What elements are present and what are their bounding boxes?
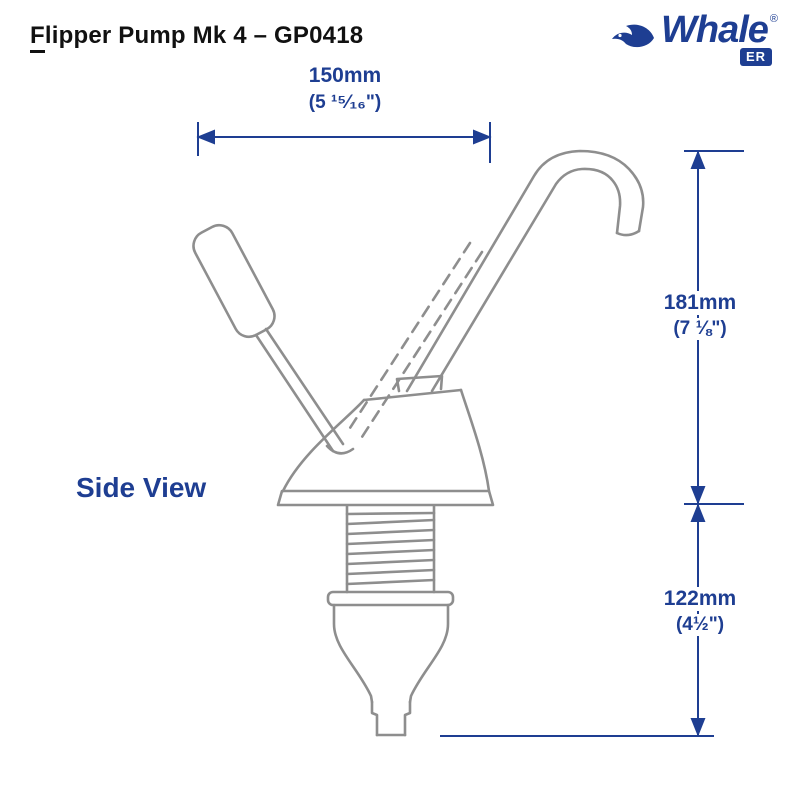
- width-dimension-mm: 150mm: [245, 64, 445, 89]
- registered-mark: ®: [769, 13, 778, 25]
- handle-alt-position-dashed: [348, 241, 484, 439]
- lower-height-dimension-inches: (4½"): [644, 614, 756, 636]
- handle-grip: [192, 223, 276, 339]
- lower-height-dimension-mm: 122mm: [644, 587, 756, 612]
- page-title-rest: lipper Pump Mk 4 – GP0418: [44, 22, 364, 49]
- pump-side-view-drawing: [192, 149, 645, 737]
- upper-height-dimension-mm: 181mm: [644, 291, 756, 316]
- side-view-label: Side View: [76, 472, 207, 503]
- brand-name: Whale: [660, 9, 769, 51]
- threaded-stem: [345, 504, 436, 594]
- width-dimension-line: [196, 122, 492, 163]
- base-flange: [276, 489, 495, 507]
- whale-icon: [611, 24, 654, 48]
- width-dimension-inches: (5 ¹⁵⁄₁₆"): [245, 92, 445, 114]
- er-badge: ER: [739, 48, 772, 66]
- mounting-nut: [326, 590, 455, 704]
- handle-shaft: [254, 327, 345, 453]
- whale-logo: Whale ® ER: [609, 9, 778, 66]
- outlet-nozzle: [370, 700, 412, 737]
- page-title-first-letter: F: [30, 22, 45, 53]
- spout: [395, 149, 645, 393]
- upper-height-dimension-inches: (7 ⅛"): [644, 318, 756, 340]
- pump-body: [281, 388, 491, 493]
- page-title: Flipper Pump Mk 4 – GP0418: [30, 22, 364, 53]
